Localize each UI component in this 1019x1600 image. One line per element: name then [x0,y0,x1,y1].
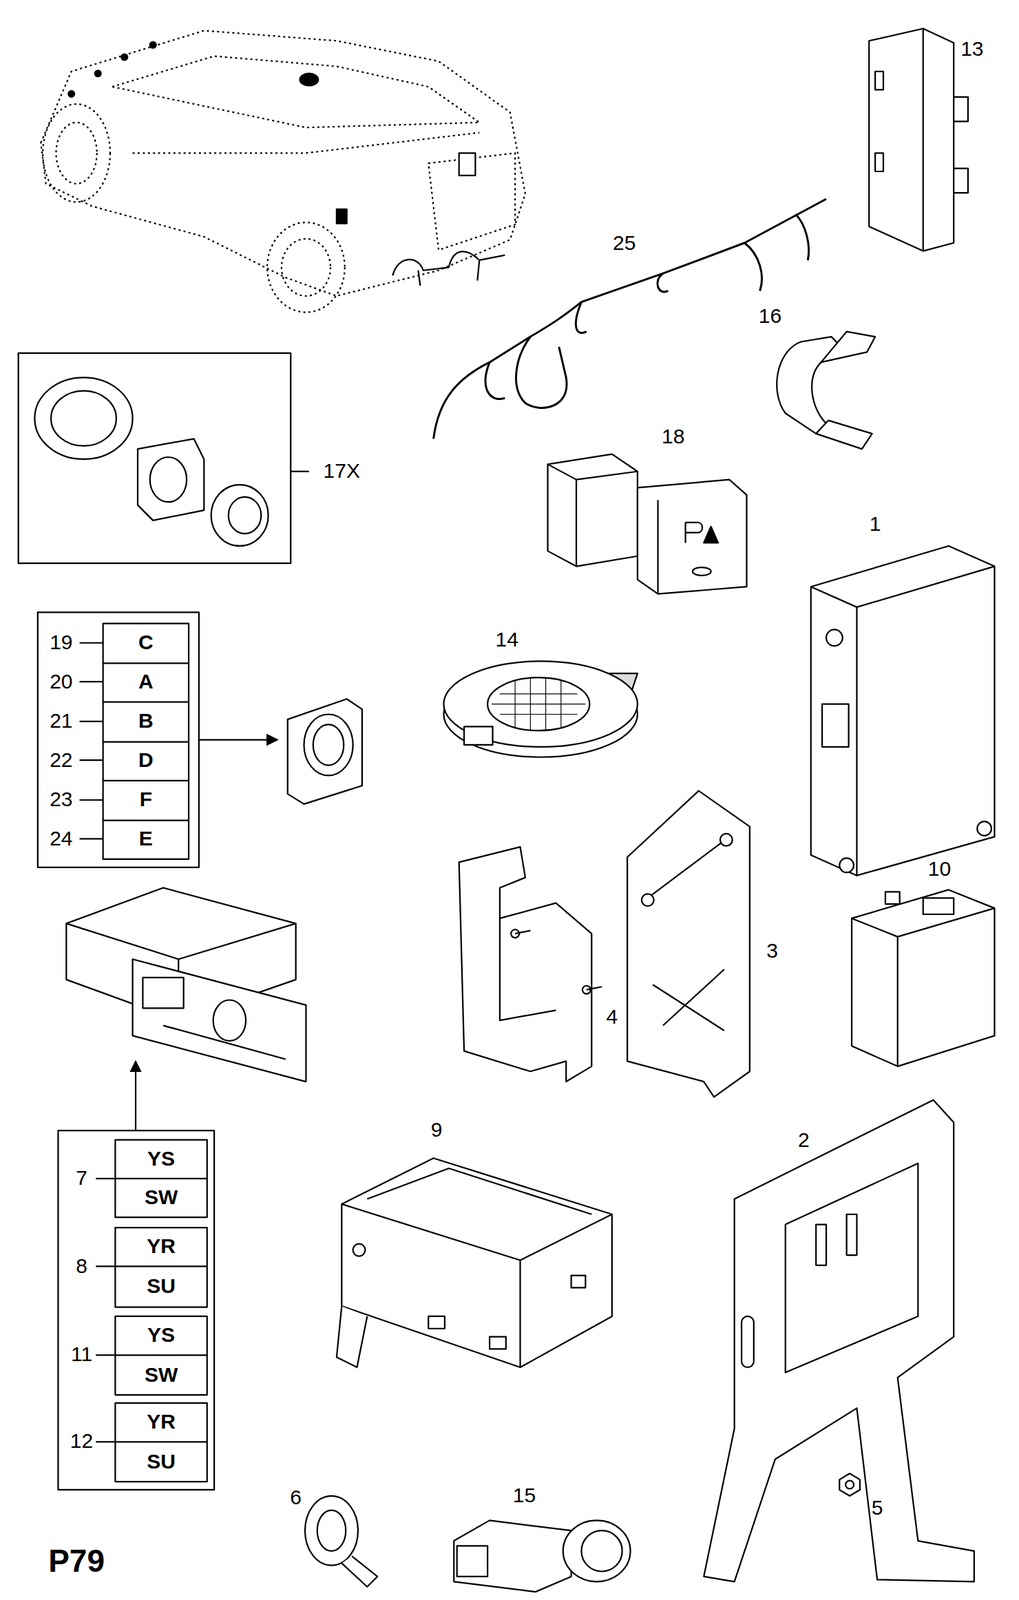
callout-number: 25 [612,232,636,254]
control-module-13 [868,28,969,252]
callout-number: 7 [75,1167,88,1189]
sensor-mount-kit [18,353,310,564]
callout-number: 8 [75,1255,88,1277]
callout-number: 13 [960,38,984,60]
buzzer-speaker [443,660,637,757]
callout-number: 2 [797,1129,810,1151]
table-cell: YR [146,1235,176,1257]
callout-number: 14 [495,629,519,650]
variant-table-b [57,1060,215,1490]
table-cell: C [138,632,154,653]
bracket-3 [627,791,750,1098]
table-cell: YS [147,1148,175,1170]
callout-number: 18 [661,426,685,447]
callout-number: 21 [49,710,73,732]
callout-number: 6 [289,1487,302,1508]
table-cell: D [138,749,154,771]
table-cell: SU [146,1275,176,1297]
nut [839,1473,860,1497]
sensor-clip [776,331,876,449]
callout-number: 23 [49,789,73,810]
page-code: P79 [48,1545,105,1577]
callout-number: 12 [70,1430,93,1452]
callout-number: 1 [869,513,882,535]
callout-number: 17X [323,460,361,482]
table-cell: F [139,789,153,810]
callout-number: 4 [606,1006,619,1028]
callout-number: 10 [928,858,951,880]
table-cell: SW [144,1186,178,1208]
table-cell: SU [146,1451,176,1473]
table-cell: YS [147,1324,175,1346]
callout-number: 19 [49,632,73,653]
sensor-housing [287,698,363,805]
tape-roll [305,1496,378,1588]
callout-number: 11 [70,1343,93,1365]
callout-number: 24 [49,828,73,849]
table-cell: B [138,710,154,732]
table-cell: A [138,671,154,692]
bracket-2 [703,1100,975,1583]
callout-number: 3 [766,940,779,962]
table-cell: YR [146,1411,176,1433]
callout-number: 9 [431,1119,443,1141]
control-unit-1 [811,545,995,876]
bracket-4 [459,846,602,1082]
callout-number: 20 [49,671,73,692]
vehicle-details [68,41,505,286]
table-cell: E [139,828,153,849]
wiring-harness [433,198,827,439]
parking-sensor [453,1520,630,1592]
head-unit [66,887,306,1082]
variant-table-a [37,612,278,868]
callout-number: 16 [758,305,782,327]
table-cell: SW [144,1364,178,1386]
mounting-frame-9 [336,1158,613,1368]
callout-number: 5 [871,1497,884,1519]
vehicle-outline [40,30,526,312]
callout-number: 15 [512,1485,536,1506]
callout-number: 22 [49,749,73,771]
parking-switch [548,454,748,595]
control-module-10 [851,889,995,1066]
